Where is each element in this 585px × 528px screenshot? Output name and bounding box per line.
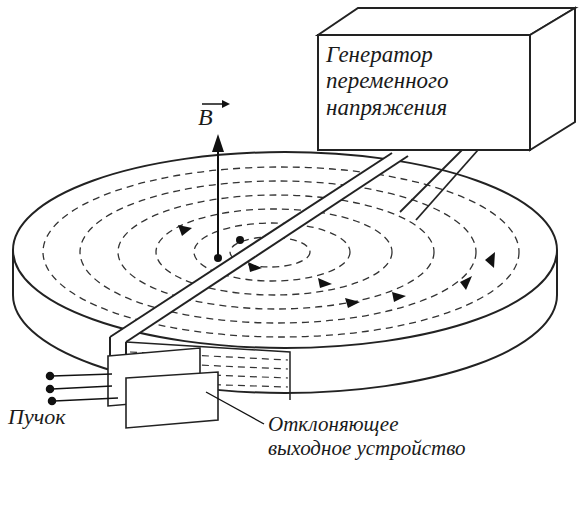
orbits xyxy=(43,167,519,337)
beam-label: Пучок xyxy=(8,404,118,429)
vector-label: B xyxy=(198,104,238,132)
generator-box: Генератор переменного напряжения xyxy=(322,40,526,123)
beam xyxy=(47,373,119,405)
generator-box xyxy=(318,35,530,150)
device-label: Отклоняющее выходное устройство xyxy=(268,412,478,460)
box-text: Генератор переменного напряжения xyxy=(326,42,522,121)
disk-top xyxy=(13,152,557,348)
deflector-plate xyxy=(126,372,218,428)
